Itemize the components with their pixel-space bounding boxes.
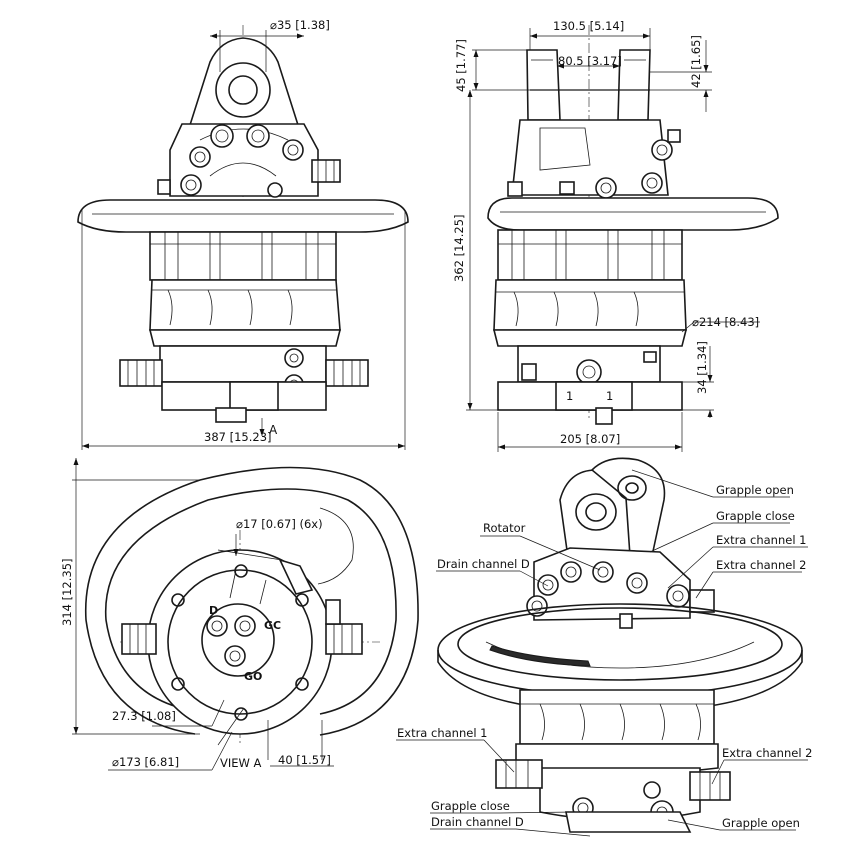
view-a-label: VIEW A bbox=[220, 756, 262, 770]
callout-extra-channel-2-top: Extra channel 2 bbox=[716, 558, 807, 572]
port-offset-label: 27.3 [1.08] bbox=[112, 709, 176, 723]
callout-grapple-close-top: Grapple close bbox=[716, 509, 795, 523]
top-offset-left-label: 45 [1.77] bbox=[454, 39, 468, 92]
callout-extra-channel-1-top: Extra channel 1 bbox=[716, 533, 807, 547]
callout-rotator: Rotator bbox=[483, 521, 526, 535]
pin-gap-label: 80.5 [3.17] bbox=[558, 54, 622, 68]
base-width-label: 205 [8.07] bbox=[560, 432, 620, 446]
callout-extra-channel-2-bottom: Extra channel 2 bbox=[722, 746, 813, 760]
callout-extra-channel-1-bottom: Extra channel 1 bbox=[397, 726, 488, 740]
pin-diameter-label: ⌀35 [1.38] bbox=[270, 18, 330, 32]
callout-grapple-open-bottom: Grapple open bbox=[722, 816, 800, 830]
callout-drain-channel-d-bottom: Drain channel D bbox=[431, 815, 524, 829]
base-mark-right: 1 bbox=[606, 389, 613, 403]
overall-height-label: 362 [14.25] bbox=[452, 214, 466, 282]
callout-drain-channel-d-top: Drain channel D bbox=[437, 557, 530, 571]
port-spacing-label: 40 [1.57] bbox=[278, 753, 331, 767]
overall-depth-label: 314 [12.35] bbox=[60, 558, 74, 626]
head-fittings bbox=[157, 124, 341, 198]
view-arrow-a: A bbox=[269, 423, 278, 437]
front-view bbox=[77, 25, 409, 450]
port-height-label: 34 [1.34] bbox=[695, 341, 709, 394]
port-code-gc: GC bbox=[264, 619, 281, 632]
isometric-view bbox=[396, 457, 808, 837]
callout-grapple-close-bottom: Grapple close bbox=[431, 799, 510, 813]
bolt-circle-label: ⌀173 [6.81] bbox=[112, 755, 179, 769]
view-a-bottom bbox=[72, 458, 419, 771]
bolt-hole-label: ⌀17 [0.67] (6x) bbox=[236, 517, 323, 531]
body-diameter-label: ⌀214 [8.43] bbox=[692, 315, 759, 329]
flange-lettering bbox=[489, 645, 591, 667]
overall-width-label: 387 [15.23] bbox=[204, 430, 272, 444]
side-view bbox=[466, 25, 779, 452]
top-offset-right-label: 42 [1.65] bbox=[689, 35, 703, 88]
callout-grapple-open-top: Grapple open bbox=[716, 483, 794, 497]
port-code-go: GO bbox=[244, 670, 262, 683]
top-width-label: 130.5 [5.14] bbox=[553, 19, 624, 33]
base-mark-left: 1 bbox=[566, 389, 573, 403]
port-code-d: D bbox=[209, 604, 218, 617]
